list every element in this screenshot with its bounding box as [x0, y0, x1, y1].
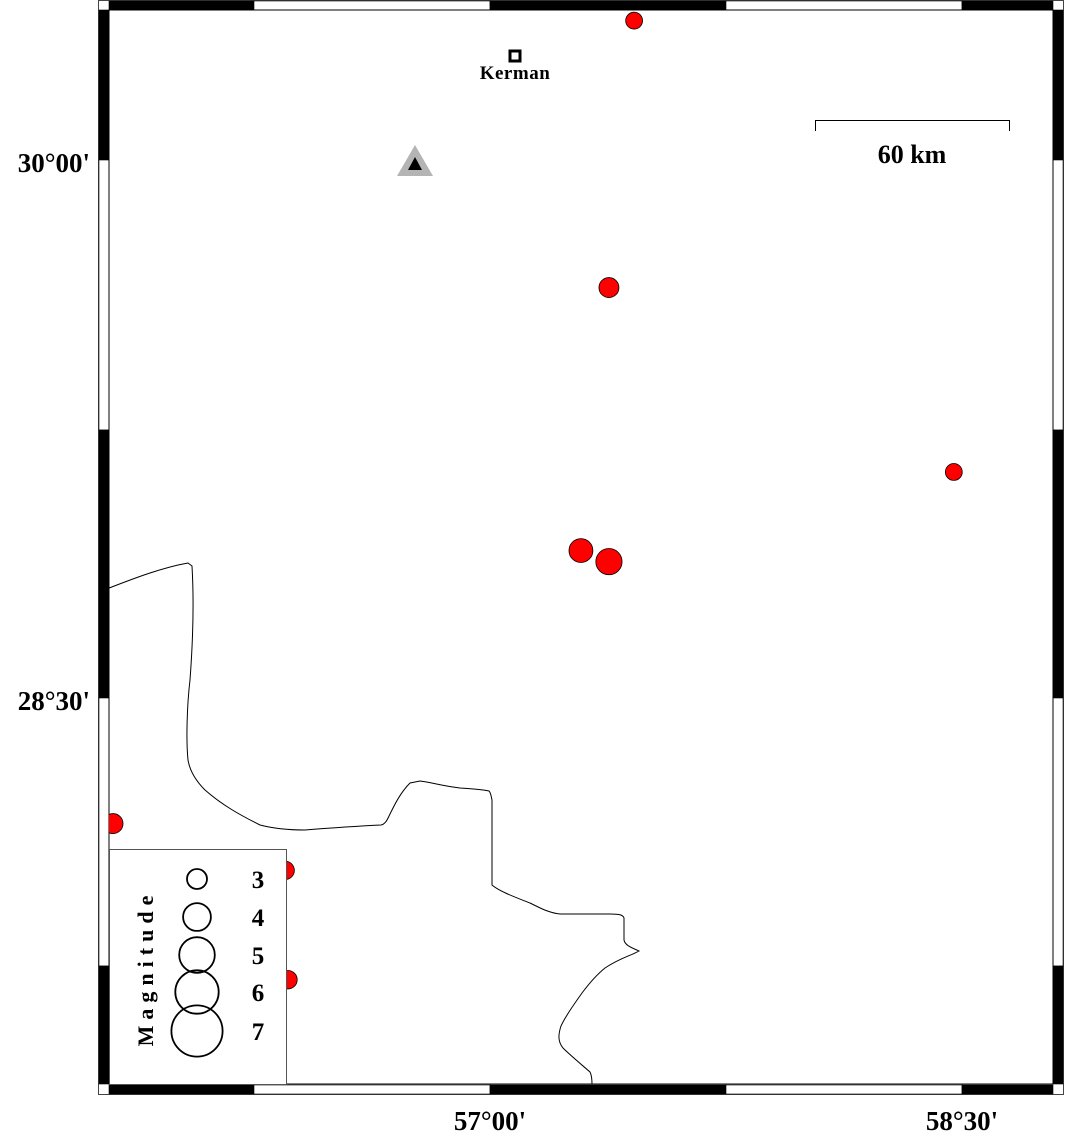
- frame-segment: [253, 1084, 491, 1095]
- legend-label: 3: [252, 867, 265, 894]
- frame-segment: [98, 159, 110, 431]
- earthquake-event: [625, 11, 643, 30]
- earthquake-event: [595, 548, 623, 576]
- city-label: Kerman: [480, 63, 551, 84]
- frame-segment: [253, 0, 491, 11]
- scale-bar-label: 60 km: [878, 140, 947, 169]
- frame-segment: [725, 1084, 963, 1095]
- legend-circle-icon: [178, 936, 216, 974]
- scale-bar: 60 km: [815, 120, 1010, 169]
- frame-segment: [1052, 697, 1064, 967]
- earthquake-event: [944, 463, 963, 481]
- frame-segment: [98, 697, 110, 967]
- frame-segment: [489, 0, 727, 11]
- earthquake-event: [109, 813, 124, 834]
- earthquake-event: [598, 277, 620, 298]
- frame-segment: [98, 965, 110, 1085]
- frame-segment: [98, 429, 110, 699]
- lon-label-57-00: 57°00': [454, 1106, 526, 1134]
- frame-segment: [1052, 159, 1064, 431]
- frame-segment: [108, 0, 255, 11]
- frame-segment: [961, 0, 1054, 11]
- legend-label: 7: [252, 1019, 265, 1046]
- frame-segment: [98, 9, 110, 161]
- legend-circle-icon: [174, 969, 220, 1015]
- legend-circle-icon: [170, 1004, 224, 1058]
- station-triangle-icon: [397, 145, 433, 176]
- legend-label: 4: [252, 905, 265, 932]
- frame-segment: [108, 1084, 255, 1095]
- earthquake-event: [568, 538, 594, 563]
- province-boundary: [108, 562, 641, 1085]
- frame-segment: [1052, 429, 1064, 699]
- legend-circle-icon: [182, 902, 212, 932]
- lon-label-58-30: 58°30': [926, 1106, 998, 1134]
- legend-title: Magnitude: [133, 890, 158, 1047]
- frame-segment: [1052, 9, 1064, 161]
- legend-circle-icon: [186, 868, 208, 890]
- frame-segment: [489, 1084, 727, 1095]
- frame-segment: [725, 0, 963, 11]
- magnitude-legend: Magnitude 3 4 5 6 7: [109, 849, 287, 1085]
- city-marker-icon: [508, 49, 522, 63]
- frame-segment: [1052, 965, 1064, 1085]
- legend-label: 6: [252, 980, 265, 1007]
- lat-label-28-30: 28°30': [18, 686, 90, 716]
- lat-label-30-00: 30°00': [18, 148, 90, 178]
- frame-segment: [961, 1084, 1054, 1095]
- legend-label: 5: [252, 943, 265, 970]
